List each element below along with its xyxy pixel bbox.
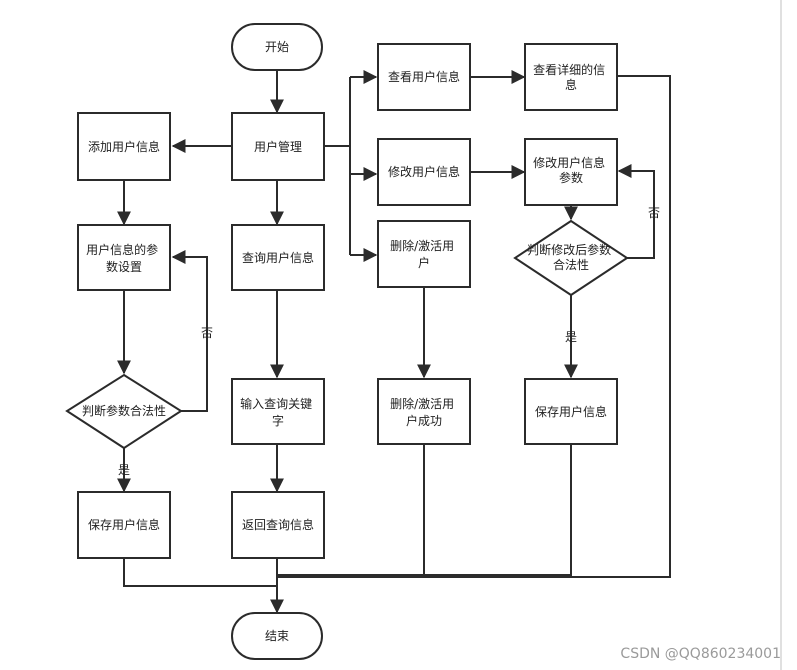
label-save-left: 保存用户信息: [88, 517, 160, 532]
node-start: [231, 23, 323, 71]
edge-detail-to-merge: [277, 75, 671, 578]
node-modify-params: [524, 138, 618, 206]
label-input-keyword: 输入查询关键 字: [240, 396, 316, 428]
label-delete-user: 删除/激活用 户: [390, 238, 458, 270]
node-delete-success: [377, 378, 471, 445]
edge-save-left-to-merge: [123, 558, 277, 587]
label-user-mgmt: 用户管理: [254, 139, 302, 154]
label-delete-success: 删除/激活用 户成功: [390, 396, 458, 428]
node-view-user: [377, 43, 471, 111]
label-save-right: 保存用户信息: [535, 404, 607, 419]
node-add-user: [77, 112, 171, 181]
node-check-params: [65, 373, 183, 450]
edge-check-modify-no-loop: [617, 164, 655, 259]
label-add-user: 添加用户信息: [88, 139, 160, 154]
label-end: 结束: [265, 629, 289, 643]
label-return-query: 返回查询信息: [242, 517, 314, 532]
node-modify-user: [377, 138, 471, 206]
edge-label-no-right: 否: [648, 206, 660, 220]
edge-label-yes-right: 是: [565, 330, 577, 344]
node-query-user: [231, 224, 325, 291]
node-user-mgmt: [231, 112, 325, 181]
label-start: 开始: [265, 40, 289, 54]
node-input-keyword: [231, 378, 325, 445]
label-modify-params: 修改用户信息 参数: [533, 155, 609, 185]
edges: [117, 70, 671, 614]
edge-label-no-left: 否: [201, 326, 213, 340]
watermark-text: CSDN @QQ860234001: [620, 646, 781, 662]
node-user-params: [77, 224, 171, 291]
label-check-modify: 判断修改后参数 合法性: [527, 242, 615, 272]
node-save-right: [524, 378, 618, 445]
node-check-modify: [513, 219, 629, 297]
node-save-left: [77, 491, 171, 559]
node-view-detail: [524, 43, 618, 111]
edge-label-yes-left: 是: [118, 463, 130, 477]
node-end: [231, 612, 323, 660]
edge-save-right-to-merge: [277, 444, 572, 576]
label-view-user: 查看用户信息: [388, 69, 460, 84]
label-modify-user: 修改用户信息: [388, 164, 460, 179]
label-check-params: 判断参数合法性: [82, 403, 166, 418]
label-query-user: 查询用户信息: [242, 250, 314, 265]
label-user-params: 用户信息的参 数设置: [86, 242, 162, 274]
page-edge-divider: [780, 0, 782, 670]
label-view-detail: 查看详细的信 息: [533, 62, 609, 92]
edge-check-no-loop: [171, 250, 208, 412]
node-return-query: [231, 491, 325, 559]
node-delete-user: [377, 220, 471, 288]
